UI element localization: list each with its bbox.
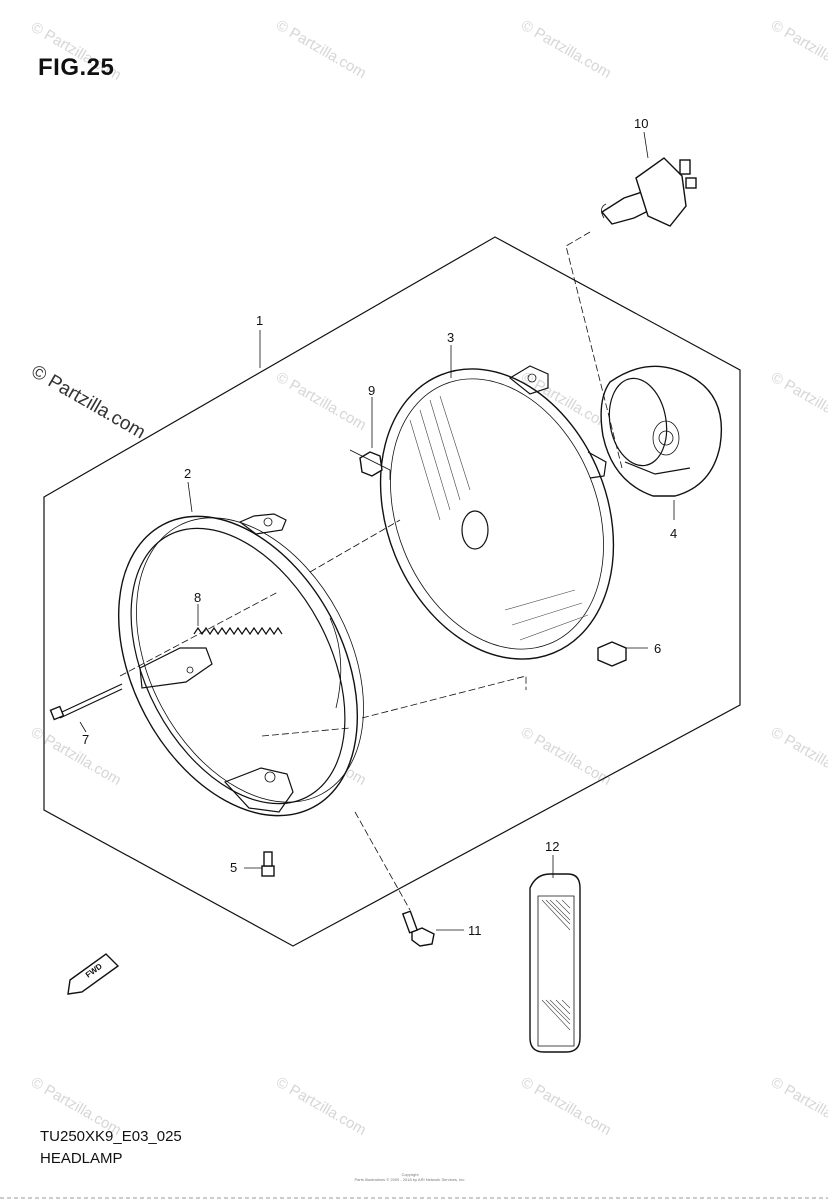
fwd-arrow-icon: FWD: [67, 953, 120, 995]
leader-lines: [79, 131, 675, 931]
callout-4: 4: [670, 526, 677, 541]
socket-cover: [600, 365, 723, 497]
section-name: HEADLAMP: [40, 1150, 123, 1167]
callout-10: 10: [634, 116, 648, 131]
copyright-line-1: Copyright: [401, 1172, 419, 1177]
watermark: © Partzilla.com: [518, 17, 614, 82]
housing-bolt: [401, 910, 435, 947]
assembly-frame: [43, 236, 741, 947]
callout-1: 1: [256, 313, 263, 328]
adjusting-screw: [49, 683, 123, 721]
figure-title: FIG.25: [38, 54, 115, 81]
callout-8: 8: [194, 590, 201, 605]
adjusting-spring: [193, 626, 283, 636]
copyright-line-2: Parts Illustrations © 2009 - 2018 by ARI…: [354, 1177, 466, 1182]
watermark: © Partzilla.com: [768, 369, 828, 434]
callout-12: 12: [545, 839, 559, 854]
callout-6: 6: [654, 641, 661, 656]
watermark: © Partzilla.com: [768, 17, 828, 82]
watermark: © Partzilla.com: [768, 724, 828, 789]
callout-3: 3: [447, 330, 454, 345]
callout-7: 7: [82, 732, 89, 747]
watermark: © Partzilla.com: [768, 1074, 828, 1139]
headlamp-rim-housing: [117, 513, 364, 817]
reflector: [529, 873, 581, 1053]
callouts: 1 2 3 4 5 6 7 8 9 10 11 12: [82, 116, 677, 938]
callout-2: 2: [184, 466, 191, 481]
watermark: © Partzilla.com: [28, 724, 124, 789]
headlamp-lens-unit: [379, 365, 615, 660]
watermark: © Partzilla.com: [273, 17, 369, 82]
copyright-notice: Copyright Parts Illustrations © 2009 - 2…: [330, 1172, 490, 1182]
watermark: © Partzilla.com: [518, 1074, 614, 1139]
watermark-dark: © Partzilla.com: [28, 361, 149, 443]
nut-clip: [597, 641, 627, 667]
watermark: © Partzilla.com: [273, 1074, 369, 1139]
rim-screw: [261, 851, 275, 877]
watermark: © Partzilla.com: [518, 724, 614, 789]
callout-5: 5: [230, 860, 237, 875]
callout-9: 9: [368, 383, 375, 398]
headlamp-bulb: [600, 157, 697, 227]
model-code: TU250XK9_E03_025: [40, 1128, 182, 1145]
callout-11: 11: [468, 923, 482, 938]
watermark: © Partzilla.com: [273, 369, 369, 434]
